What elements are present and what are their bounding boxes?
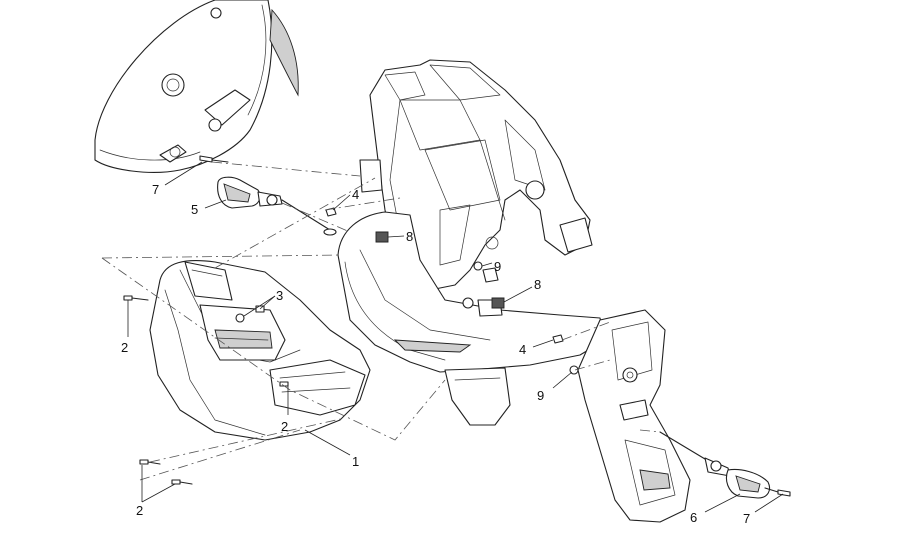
front-fairing-fragment: [94, 0, 299, 173]
callout-9-lower: 9: [537, 388, 544, 403]
callout-4-lower: 4: [519, 342, 526, 357]
callout-6: 6: [690, 510, 697, 525]
leader-lines: [127, 161, 784, 513]
callout-8-upper: 8: [406, 229, 413, 244]
front-turn-signal: [217, 176, 337, 236]
rear-turn-signal: [659, 431, 771, 499]
headlight-assembly: [149, 260, 371, 441]
callout-7-rear: 7: [743, 511, 750, 526]
callout-3: 3: [276, 288, 283, 303]
callout-8-lower: 8: [534, 277, 541, 292]
license-plate-holder: [577, 309, 691, 523]
callout-2-center: 2: [281, 419, 288, 434]
callout-labels: 7 5 2 3 2 1 2 4 8 9 8 4 9 6 7: [121, 182, 750, 526]
callout-4-upper: 4: [352, 187, 359, 202]
assembly-lines: [101, 161, 661, 481]
tail-undertray: [337, 211, 606, 426]
callout-2-bottom: 2: [136, 503, 143, 518]
callout-2-left: 2: [121, 340, 128, 355]
callout-1: 1: [352, 454, 359, 469]
callout-5: 5: [191, 202, 198, 217]
callout-9-upper: 9: [494, 259, 501, 274]
callout-7-front: 7: [152, 182, 159, 197]
